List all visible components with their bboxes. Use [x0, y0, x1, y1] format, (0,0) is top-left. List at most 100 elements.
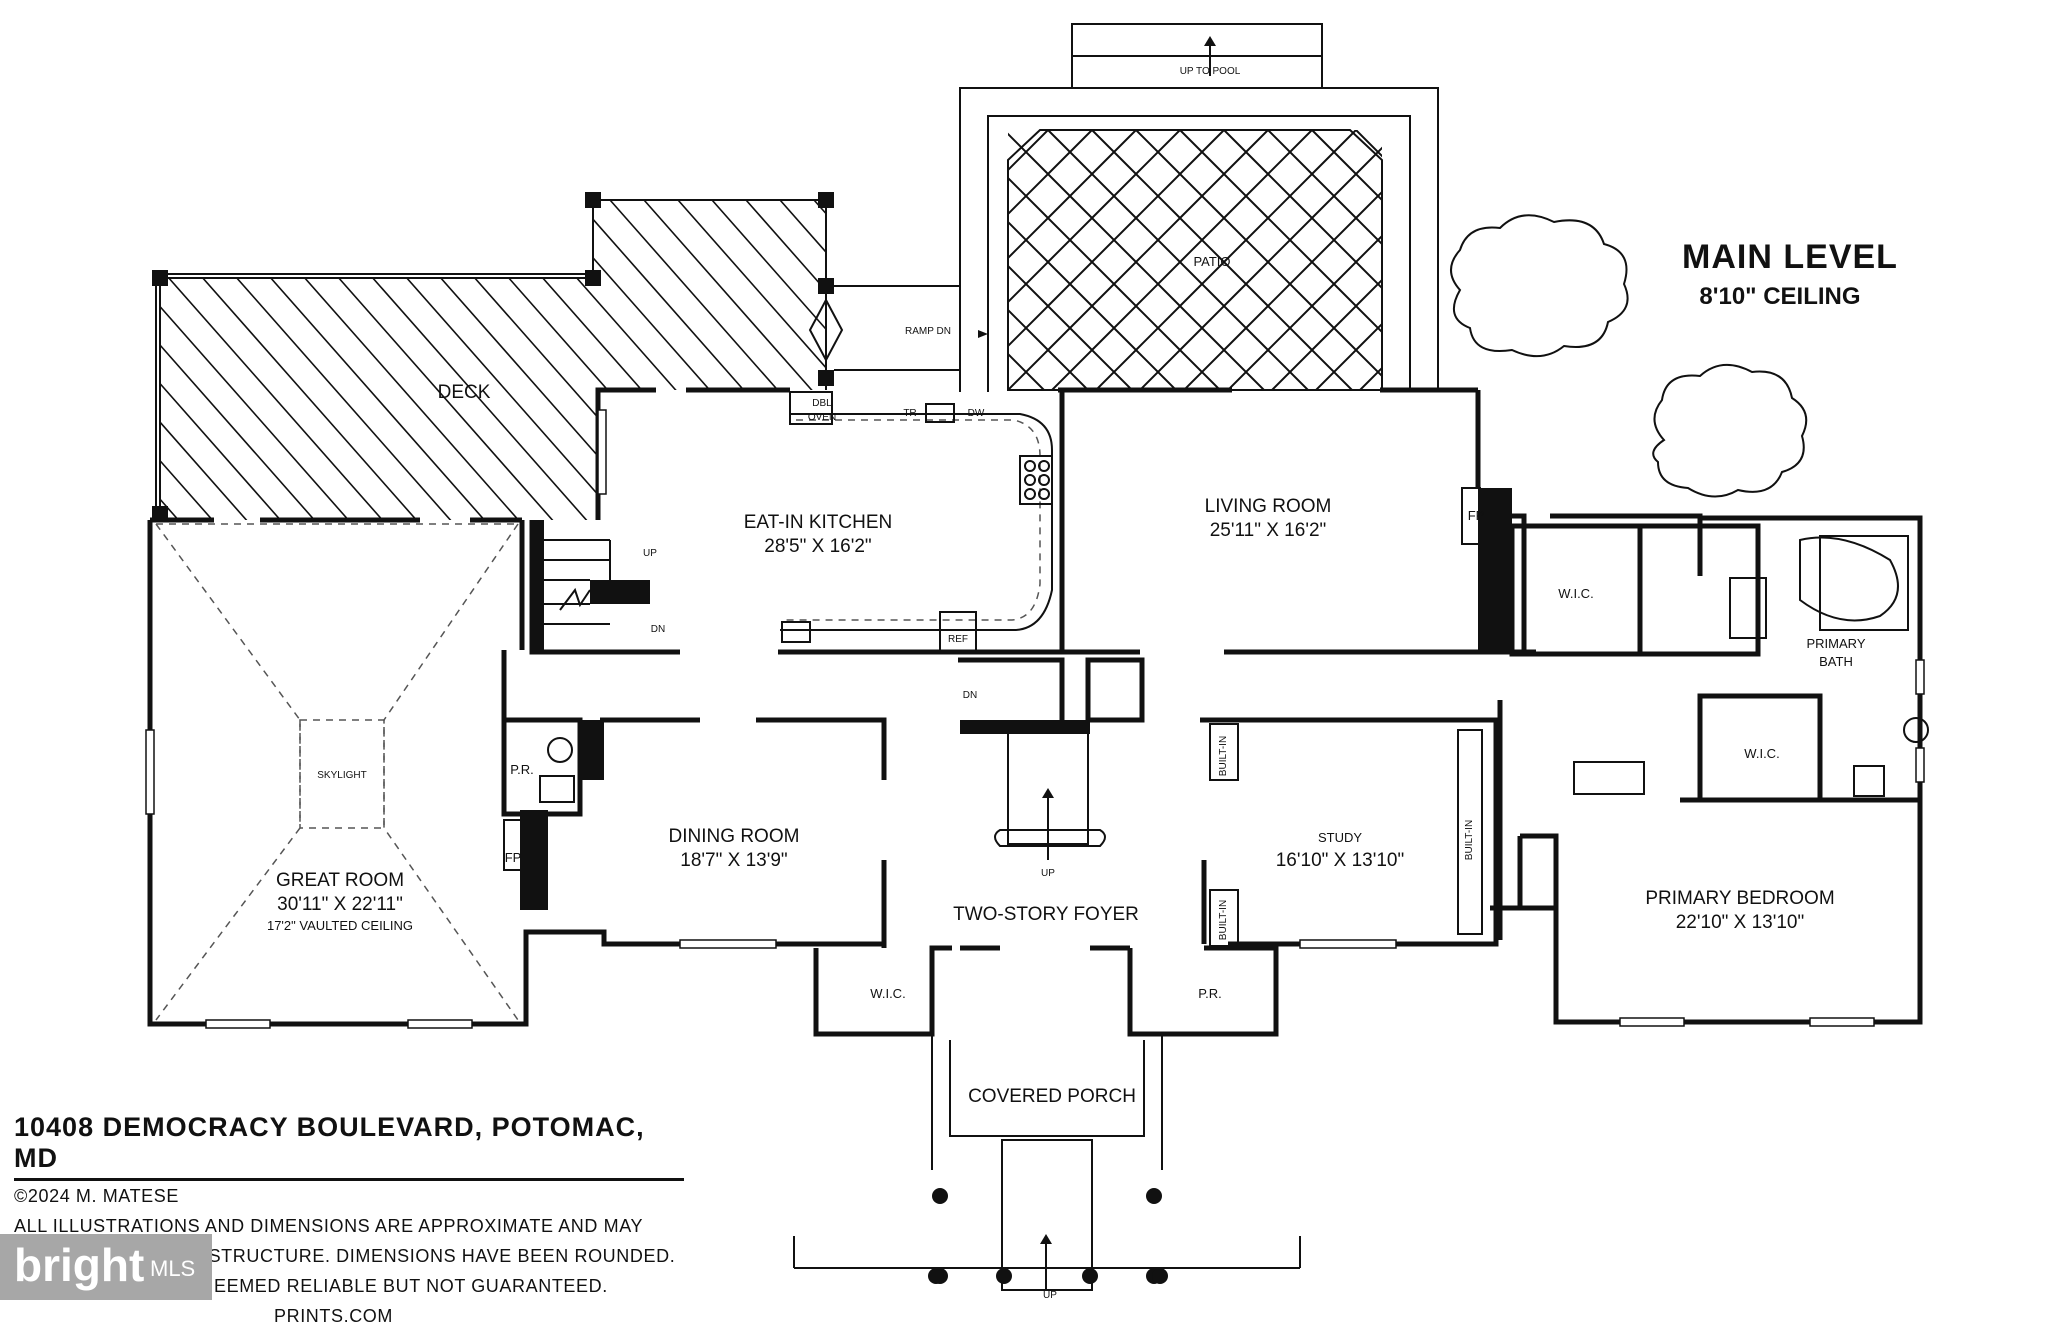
- patio-paver: [740, 262, 828, 306]
- oven-label-1: DBL: [812, 398, 832, 409]
- patio-paver: [1091, 216, 1181, 263]
- deck-board: [160, 200, 231, 520]
- deck-board: [439, 200, 741, 520]
- patio-paver: [1532, 218, 1620, 262]
- deck-board: [160, 200, 197, 520]
- level-title: MAIN LEVEL: [1682, 238, 1898, 276]
- patio-paver: [696, 174, 784, 218]
- address: 10408 DEMOCRACY BOULEVARD, POTOMAC, MD: [14, 1112, 684, 1181]
- patio-paver: [1267, 348, 1357, 390]
- patio-paver: [1400, 350, 1488, 394]
- mls-watermark-logo: bright MLS: [0, 1234, 212, 1300]
- patio-paver: [1355, 348, 1382, 390]
- oven-label-2: OVEN: [808, 412, 836, 423]
- patio-paver: [696, 218, 784, 262]
- deck-board: [235, 200, 537, 520]
- patio-paver: [1444, 174, 1532, 218]
- tree-icon: [1652, 364, 1808, 498]
- porch-column: [1146, 1188, 1162, 1204]
- great-room-ceiling: 17'2" VAULTED CEILING: [267, 918, 413, 933]
- covered-porch-label: COVERED PORCH: [968, 1086, 1136, 1107]
- deck-board: [507, 200, 809, 520]
- patio-paver: [1355, 172, 1382, 219]
- deck-board: [160, 200, 299, 520]
- kitchen-name: EAT-IN KITCHEN: [744, 512, 893, 533]
- patio-paver: [1444, 394, 1532, 438]
- patio-paver: [1008, 172, 1093, 219]
- patio-paver: [1488, 306, 1576, 350]
- patio-paver: [1576, 262, 1664, 306]
- patio-paver: [1008, 130, 1093, 175]
- deck-board: [0, 200, 60, 540]
- living-fp: FP: [1468, 508, 1485, 523]
- two-story-foyer: [813, 657, 1279, 1037]
- primary-bedroom: [1619, 659, 1925, 1027]
- deck-board: [745, 200, 826, 520]
- patio-paver: [916, 438, 1004, 482]
- patio-paver: [1400, 306, 1488, 350]
- patio-paver: [1444, 350, 1532, 394]
- porch-up-label: UP: [1043, 1290, 1057, 1300]
- patio-paver: [1008, 348, 1093, 390]
- patio-paver: [1223, 172, 1313, 219]
- trash-label: TR: [903, 408, 916, 419]
- patio-paver: [1444, 218, 1532, 262]
- ceiling-height: 8'10" CEILING: [1699, 283, 1860, 310]
- builtin-label-2: BUILT-IN: [1218, 900, 1229, 940]
- patio-paver: [1008, 216, 1049, 263]
- patio-paver: [1532, 174, 1620, 218]
- patio-paver: [1223, 304, 1313, 351]
- patio-paver: [1092, 394, 1180, 438]
- patio-paver: [1312, 438, 1400, 482]
- great-room-fp: FP: [505, 850, 522, 865]
- deck-board: [1052, 200, 1352, 540]
- patio-paver: [1223, 348, 1313, 390]
- foyer-up-label: UP: [1041, 868, 1055, 879]
- stair-down: [529, 520, 680, 655]
- deck-label: DECK: [438, 382, 491, 403]
- patio: [652, 23, 1884, 482]
- stair-dn-label: DN: [651, 624, 665, 635]
- patio-paver: [1400, 130, 1488, 174]
- disclaimer-line-4: PRINTS.COM: [274, 1306, 394, 1326]
- patio-paver: [1532, 394, 1620, 438]
- patio-paver: [1224, 394, 1312, 438]
- disclaimer-line-1: ALL ILLUSTRATIONS AND DIMENSIONS ARE APP…: [14, 1216, 644, 1236]
- primary-bath-2: BATH: [1819, 654, 1853, 669]
- deck-board: [160, 200, 265, 520]
- ramp-dn-label: RAMP DN: [905, 326, 951, 337]
- patio-paver: [1355, 216, 1382, 263]
- patio-paver: [1311, 260, 1382, 307]
- great-room-name: GREAT ROOM: [276, 870, 404, 891]
- patio-paver: [1576, 306, 1664, 350]
- living-name: LIVING ROOM: [1205, 496, 1332, 517]
- patio-paver: [1047, 130, 1137, 175]
- patio-paver: [784, 306, 872, 350]
- up-to-pool-label: UP TO POOL: [1180, 66, 1241, 77]
- dining-pr-label: P.R.: [510, 762, 534, 777]
- patio-paver: [1179, 304, 1269, 351]
- copyright: ©2024 M. MATESE: [14, 1186, 179, 1206]
- patio-paver: [1576, 394, 1664, 438]
- patio-paver: [1091, 130, 1181, 175]
- deck-board: [269, 200, 571, 520]
- patio-paver: [1488, 262, 1576, 306]
- patio-paver: [1091, 348, 1181, 390]
- patio-paver: [1311, 172, 1382, 219]
- patio-paver: [1488, 130, 1576, 174]
- patio-paver: [1047, 304, 1137, 351]
- patio-paver: [1008, 216, 1093, 263]
- patio-paver: [1311, 348, 1382, 390]
- patio-paver: [1620, 438, 1708, 482]
- patio-paver: [740, 130, 828, 174]
- patio-paver: [1267, 130, 1357, 175]
- patio-paver: [1223, 216, 1313, 263]
- primary-bedroom-dims: 22'10" X 13'10": [1676, 912, 1805, 933]
- patio-paver: [1664, 394, 1752, 438]
- patio-paver: [652, 130, 740, 174]
- patio-paver: [1444, 438, 1532, 482]
- patio-paver: [1664, 438, 1752, 482]
- patio-paver: [1223, 130, 1313, 175]
- builtin-label-1: BUILT-IN: [1218, 736, 1229, 776]
- patio-paver: [1796, 438, 1884, 482]
